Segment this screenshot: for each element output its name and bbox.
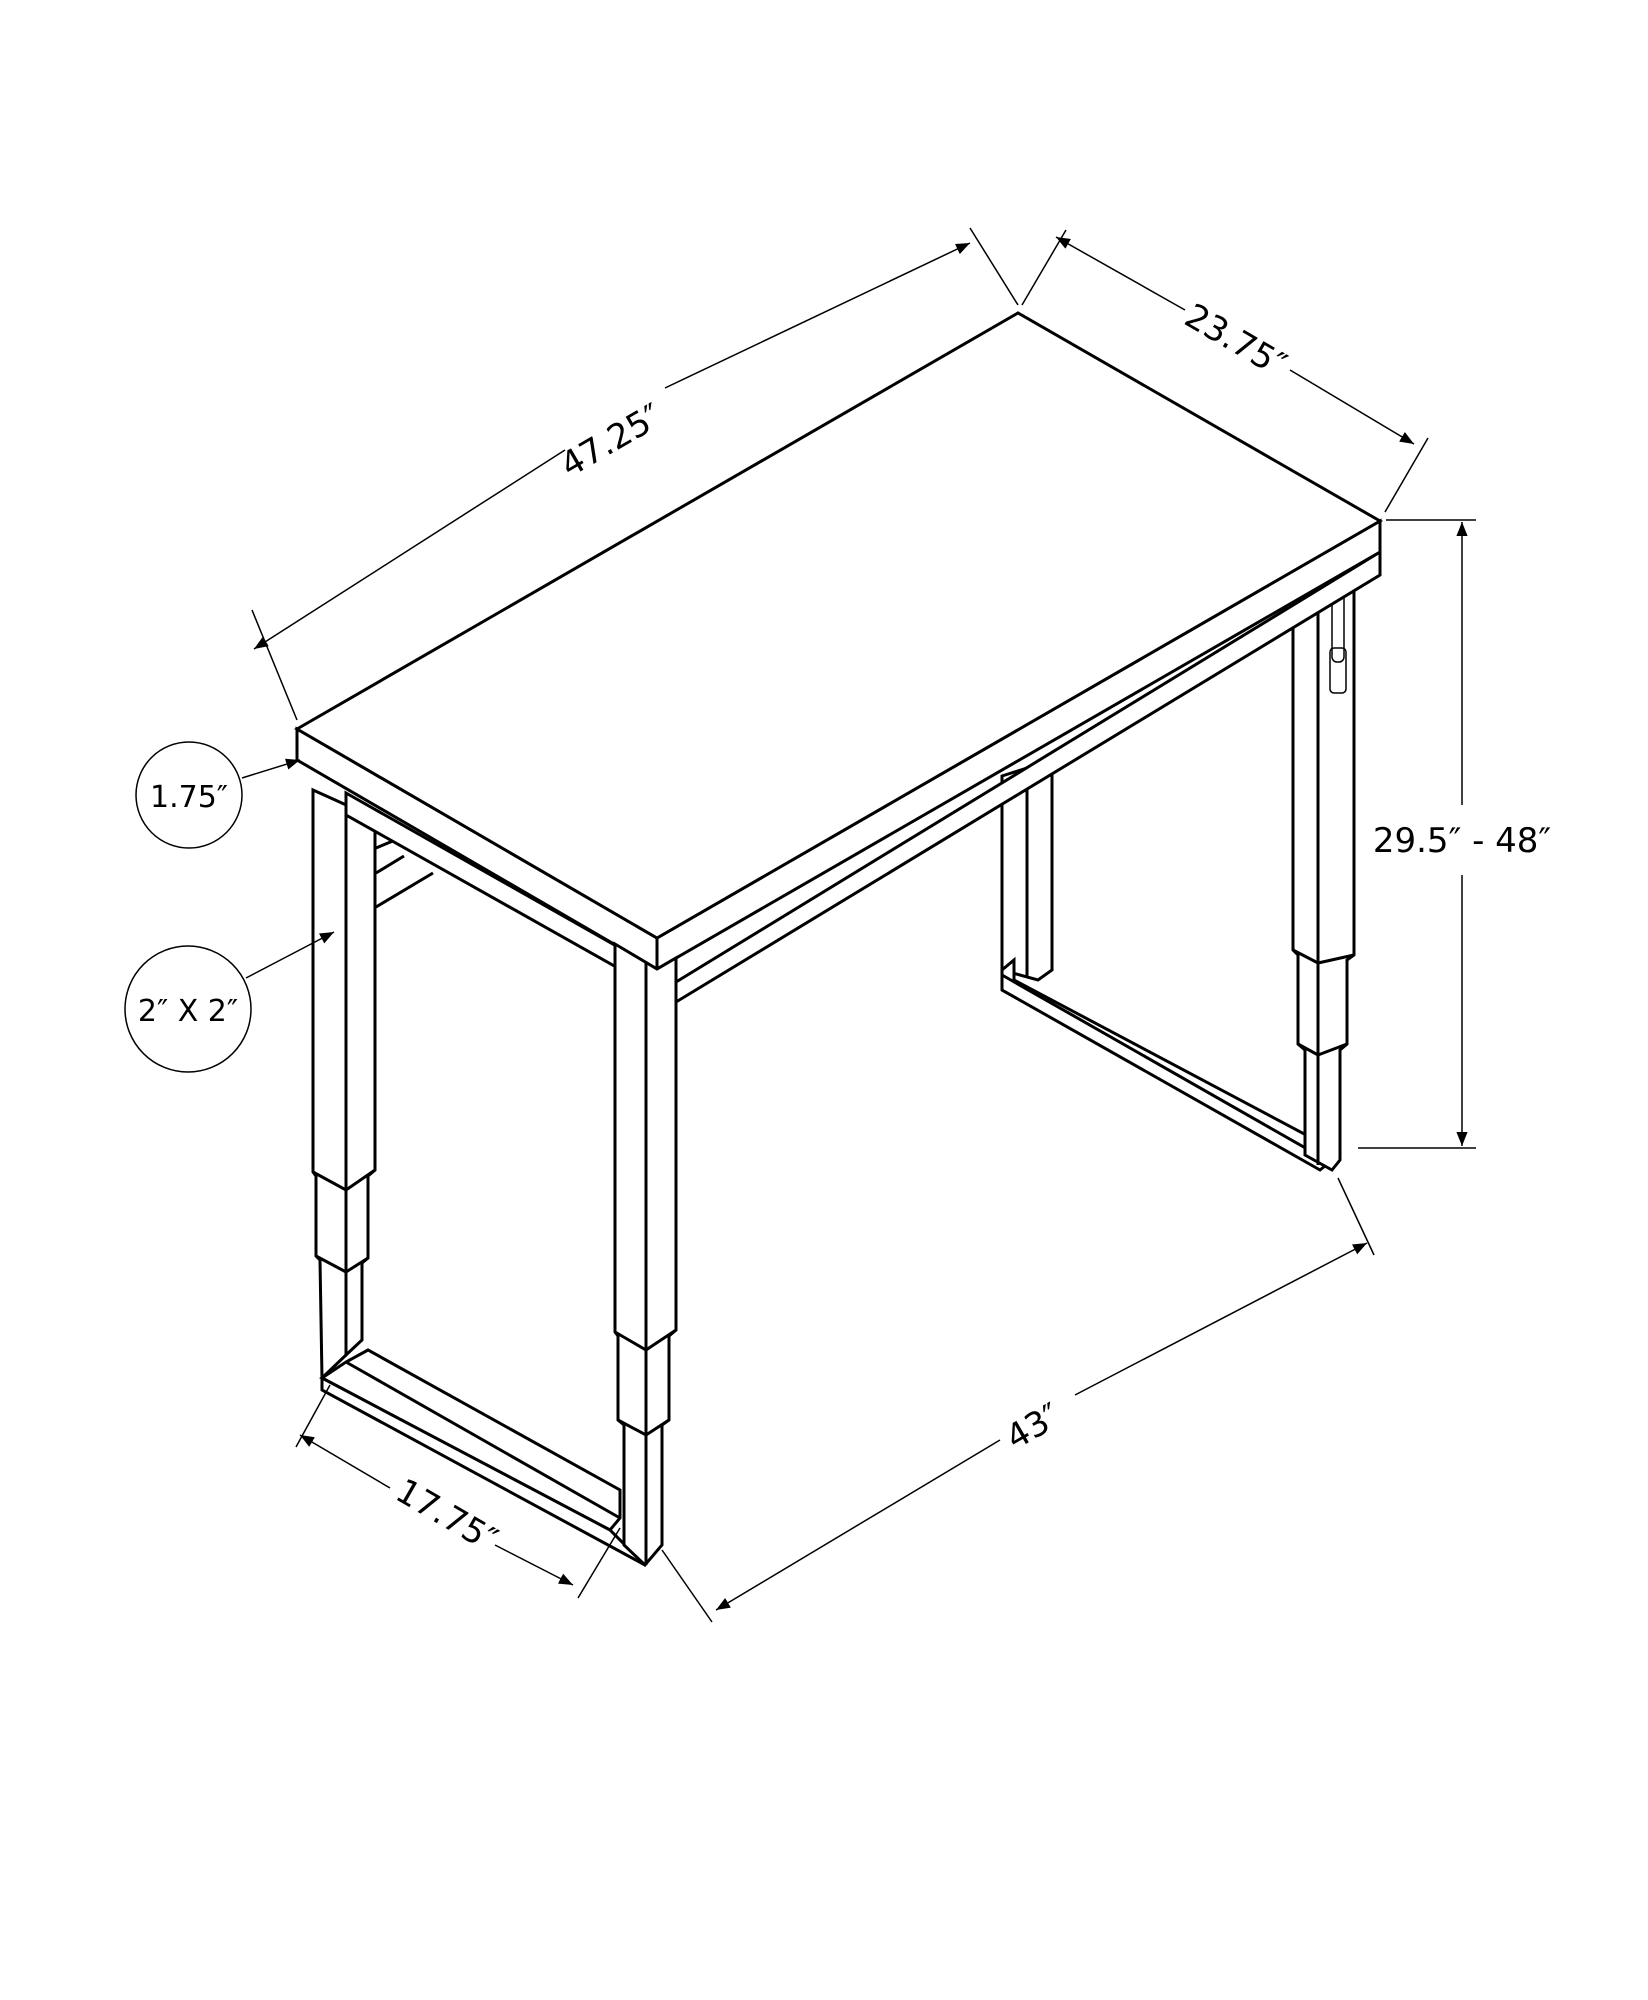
front-leg <box>613 941 678 1568</box>
dimension-height: 29.5″ - 48″ <box>1358 519 1551 1149</box>
depth-label: 23.75″ <box>1178 296 1293 386</box>
top-thickness-label: 1.75″ <box>150 780 228 815</box>
callout-leg-size: 2″ X 2″ <box>124 931 335 1073</box>
table-top <box>294 311 1384 1005</box>
leg-size-label: 2″ X 2″ <box>138 994 238 1029</box>
left-leg <box>311 787 377 1382</box>
leg-span-label: 43″ <box>999 1396 1067 1459</box>
width-label: 47.25″ <box>554 396 669 486</box>
right-leg <box>1291 565 1356 1172</box>
dimension-leg-span: 43″ <box>661 1177 1375 1623</box>
callout-top-thickness: 1.75″ <box>135 741 301 849</box>
height-label: 29.5″ - 48″ <box>1373 821 1551 861</box>
base-depth-label: 17.75″ <box>389 1471 504 1561</box>
right-base-frame <box>1000 956 1333 1172</box>
